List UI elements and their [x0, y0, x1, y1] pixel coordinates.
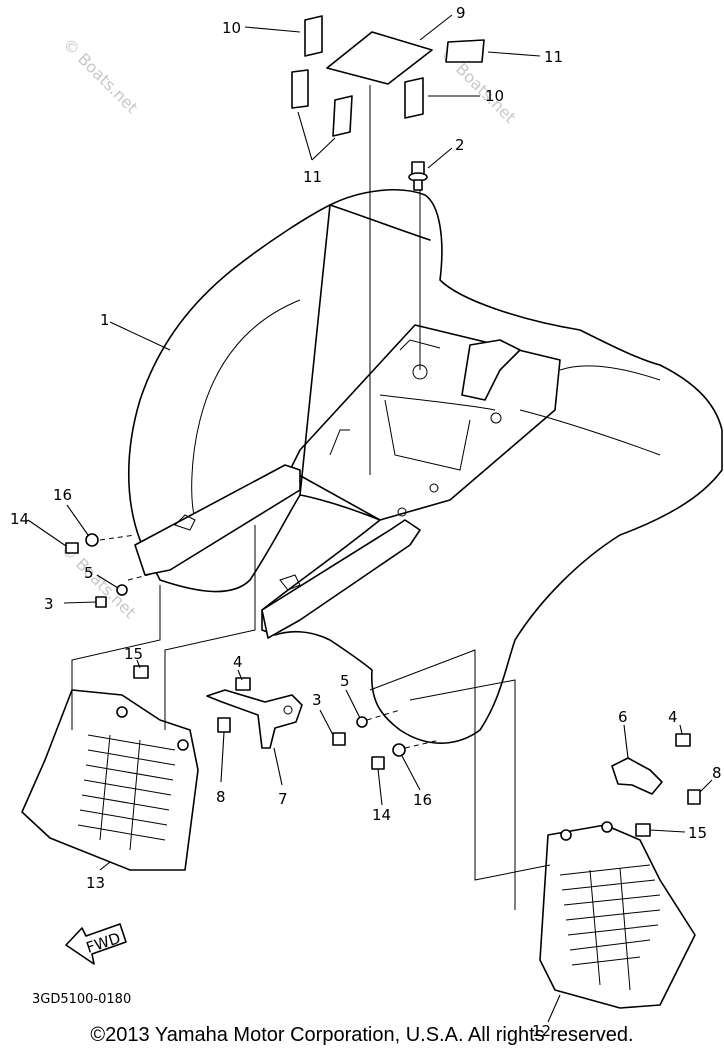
guard-13: [21, 689, 199, 871]
fwd-arrow-icon: FWD: [65, 923, 127, 965]
part-labels: 10 9 11 10 11 2 1 16 14 5 3 15 4 7 8 13 …: [10, 4, 722, 1040]
label-10a: 10: [222, 19, 241, 37]
watermark-1: © Boats.net: [59, 34, 141, 116]
rear-fender: [128, 189, 723, 744]
decal-10a: [304, 15, 323, 57]
label-14b: 14: [372, 806, 391, 824]
decal-10b: [404, 77, 424, 119]
drawing-code: 3GD5100-0180: [32, 992, 131, 1007]
assembly-lines: [71, 525, 551, 910]
decal-11c: [332, 95, 353, 137]
decal-11b: [291, 69, 309, 109]
leader-lines: [27, 14, 713, 1023]
label-11b: 11: [303, 168, 322, 186]
label-7: 7: [278, 790, 288, 808]
label-16a: 16: [53, 486, 72, 504]
label-8a: 8: [216, 788, 226, 806]
label-15b: 15: [688, 824, 707, 842]
decal-11a: [445, 39, 485, 63]
label-3b: 3: [312, 691, 322, 709]
copyright-notice: ©2013 Yamaha Motor Corporation, U.S.A. A…: [90, 1024, 634, 1046]
label-10b: 10: [485, 87, 504, 105]
bolt-2: [408, 161, 428, 191]
decal-9: [326, 31, 433, 85]
label-1: 1: [100, 311, 110, 329]
label-4a: 4: [233, 653, 243, 671]
label-14a: 14: [10, 510, 29, 528]
label-5b: 5: [340, 672, 350, 690]
label-12: 12: [532, 1022, 551, 1040]
fwd-label: FWD: [84, 929, 123, 957]
label-2: 2: [455, 136, 465, 154]
label-8b: 8: [712, 764, 722, 782]
label-4b: 4: [668, 708, 678, 726]
label-5a: 5: [84, 564, 94, 582]
label-11a: 11: [544, 48, 563, 66]
label-6: 6: [618, 708, 628, 726]
guard-12: [539, 821, 696, 1009]
bracket-6: [611, 757, 663, 795]
label-3a: 3: [44, 595, 54, 613]
label-16b: 16: [413, 791, 432, 809]
bracket-7: [206, 689, 303, 749]
label-15a: 15: [124, 645, 143, 663]
label-9: 9: [456, 4, 466, 22]
fasteners: [65, 533, 701, 837]
decal-set: [291, 15, 485, 137]
label-13: 13: [86, 874, 105, 892]
